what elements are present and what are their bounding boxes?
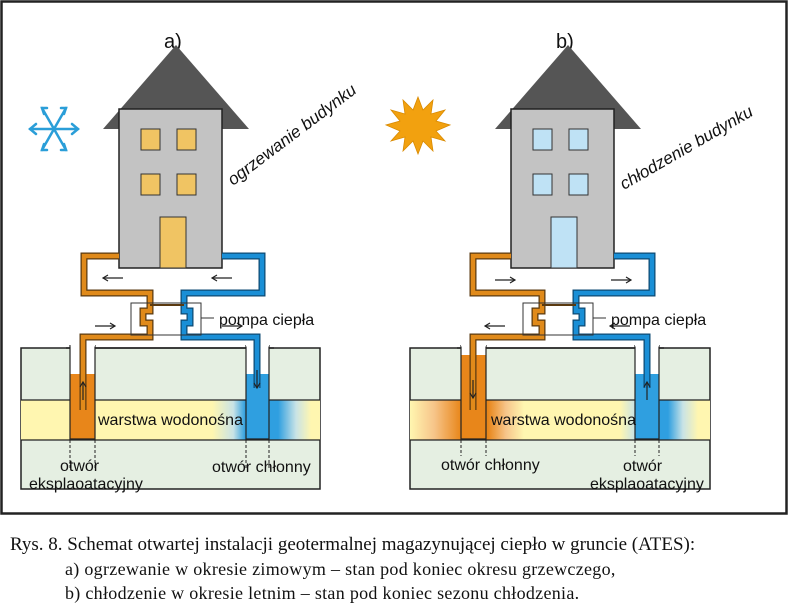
figure-caption: Rys. 8. Schemat otwartej instalacji geot… bbox=[10, 533, 785, 605]
flow-arrows bbox=[79, 274, 261, 400]
panel-a-pump-label: pompa ciepła bbox=[219, 312, 314, 329]
warm-pipe bbox=[79, 252, 154, 410]
house-door bbox=[159, 216, 187, 269]
ground bbox=[20, 340, 321, 490]
panel-b-right-well-label-2: eksplaoatacyjny bbox=[590, 476, 704, 493]
caption-title: Rys. 8. Schemat otwartej instalacji geot… bbox=[10, 534, 696, 555]
house-windows bbox=[532, 128, 589, 196]
panel-a-right-well-label: otwór chłonny bbox=[212, 459, 311, 476]
sun-icon bbox=[384, 95, 452, 156]
panel-a: a) bbox=[20, 31, 360, 493]
panel-a-aquifer-label: warstwa wodonośna bbox=[97, 412, 243, 429]
panel-b-left-well-label: otwór chłonny bbox=[441, 457, 540, 474]
heat-pump-box bbox=[522, 302, 594, 336]
panel-b-right-well-label-1: otwór bbox=[623, 458, 663, 475]
figure-frame bbox=[0, 0, 788, 515]
house-roof bbox=[103, 45, 249, 129]
flow-arrows bbox=[469, 276, 651, 400]
cold-pipe bbox=[572, 252, 656, 388]
panel-b-aquifer-label: warstwa wodonośna bbox=[490, 412, 636, 429]
cold-pipe bbox=[180, 252, 266, 388]
panel-b-pump-label: pompa ciepła bbox=[611, 312, 706, 329]
panel-b: b) bbox=[384, 31, 757, 493]
caption-line-a: a) ogrzewanie w okresie zimowym – stan p… bbox=[65, 559, 616, 579]
panel-a-left-well-label-2: eksplaoatacyjny bbox=[29, 476, 143, 493]
caption-line-b: b) chłodzenie w okresie letnim – stan po… bbox=[65, 583, 580, 603]
panel-a-action-label: ogrzewanie budynku bbox=[224, 80, 360, 189]
house-windows bbox=[140, 128, 197, 196]
warm-pipe bbox=[469, 252, 546, 410]
house-roof bbox=[495, 45, 641, 129]
house-door bbox=[550, 216, 578, 269]
panel-b-action-label: chłodzenie budynku bbox=[617, 102, 757, 194]
panel-a-left-well-label-1: otwór bbox=[60, 458, 100, 475]
heat-pump-box bbox=[130, 302, 202, 336]
snowflake-icon bbox=[28, 106, 80, 152]
